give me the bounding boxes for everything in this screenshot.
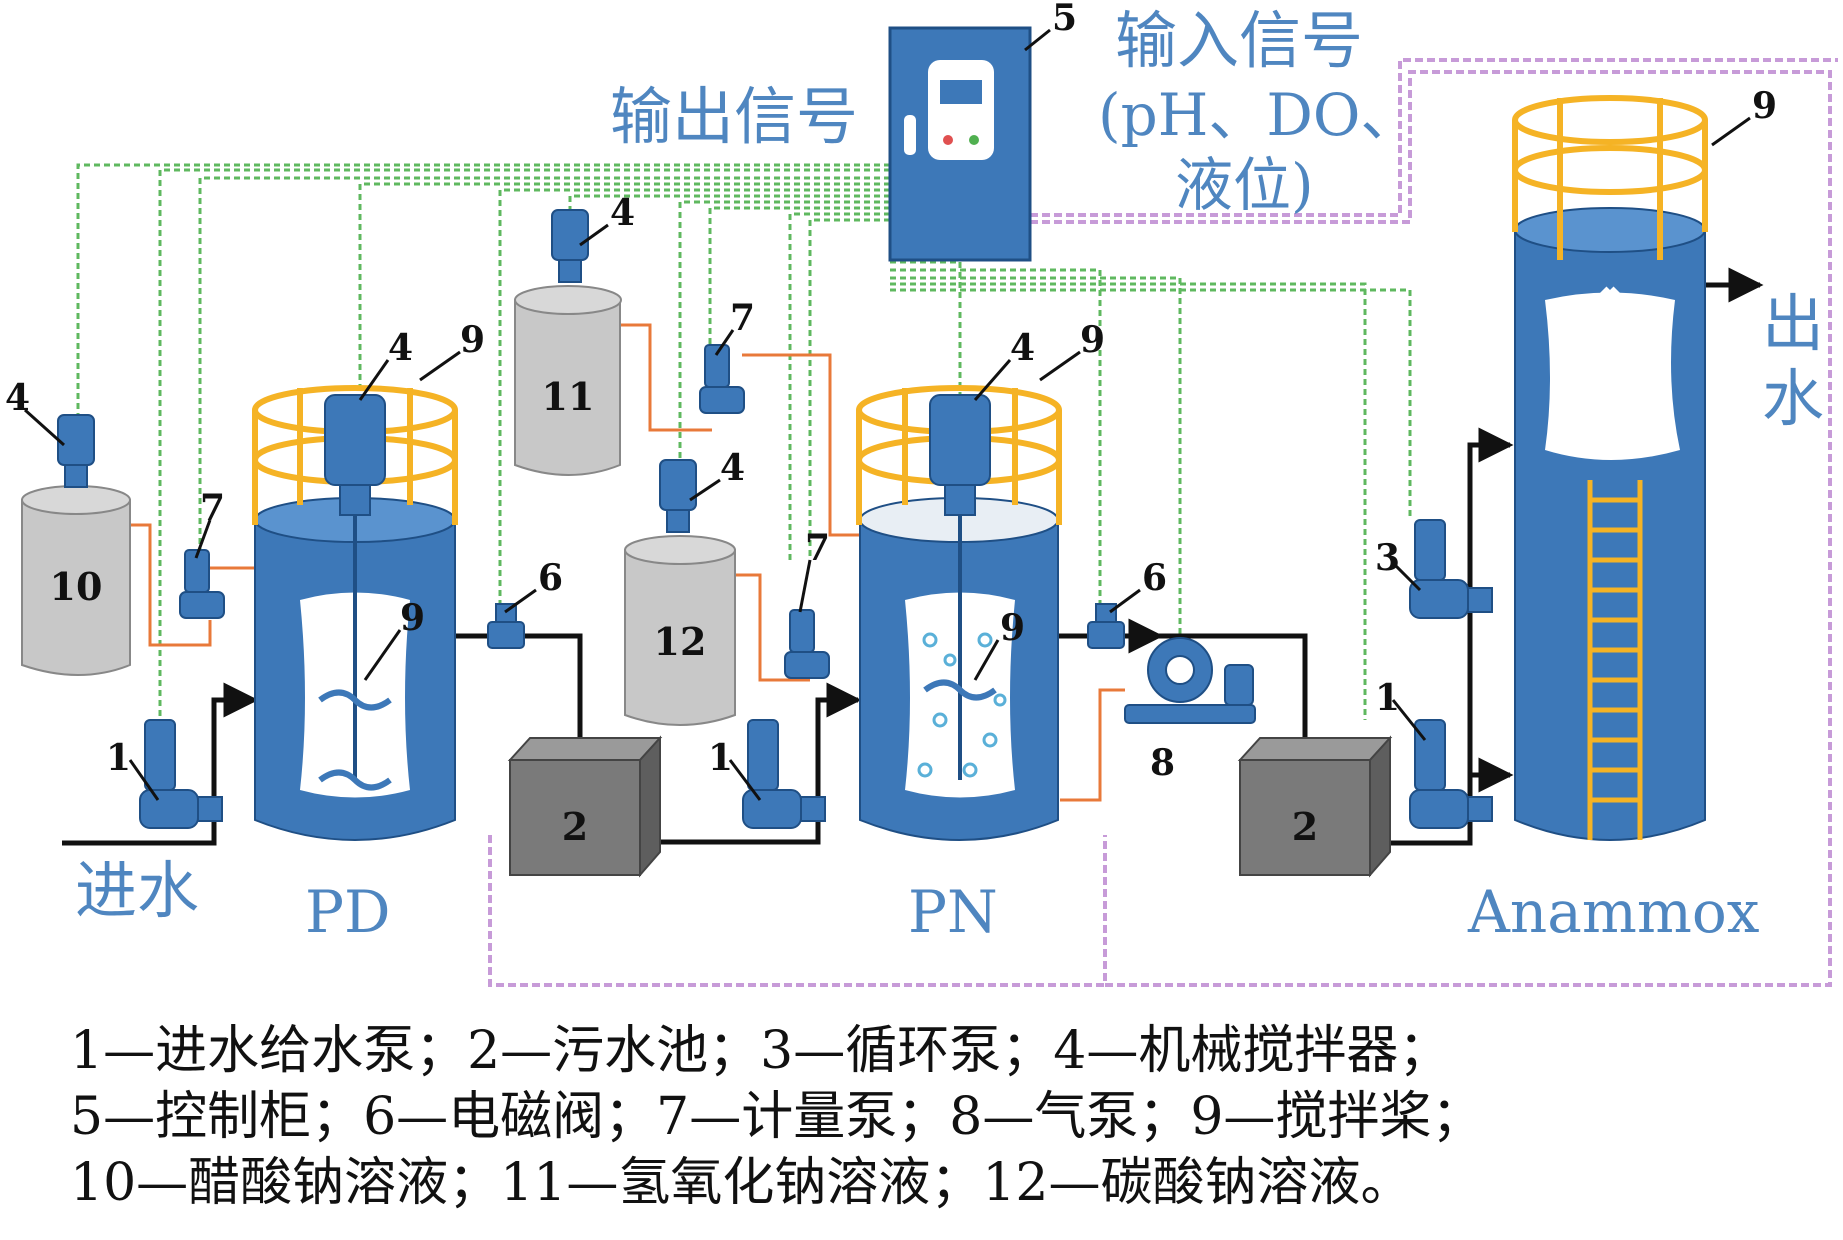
number-label: 9 [1752, 85, 1777, 127]
number-label: 6 [538, 557, 563, 599]
aeration-bubbles [917, 632, 1007, 778]
leader-lines [23, 28, 1751, 801]
tank-10-number: 10 [50, 564, 103, 609]
process-flow-diagram: 10 11 12 2 [5, 0, 1838, 987]
output-signal-label: 输出信号 [610, 80, 858, 153]
control-cabinet [888, 26, 1032, 262]
number-label: 8 [1150, 742, 1175, 784]
circulation-pump-icon [1409, 519, 1493, 619]
tank-11: 11 [514, 285, 622, 476]
ladder [1587, 480, 1643, 840]
sewage-tank-pn-anammox: 2 [1237, 735, 1393, 878]
reactor-anammox-label: Anammox [1467, 878, 1759, 946]
input-signal-label: 输入信号 [1115, 4, 1363, 77]
solenoid-valve-icon [487, 603, 1125, 649]
reactor-pn-label: PN [908, 878, 998, 946]
number-label: 6 [1142, 557, 1167, 599]
reactor-anammox [1514, 207, 1706, 841]
component-numbers: 4 7 1 4 9 6 9 5 4 7 4 7 1 4 9 6 9 8 3 1 … [5, 0, 1777, 784]
water-out-label-1: 出 [1762, 287, 1824, 360]
number-label: 4 [720, 447, 745, 489]
number-label: 1 [708, 737, 733, 779]
number-label: 4 [610, 192, 635, 234]
dosing-lines [130, 323, 1125, 802]
number-label: 1 [1375, 677, 1400, 719]
water-out-label-2: 水 [1762, 362, 1824, 435]
number-label: 9 [460, 319, 485, 361]
number-label: 9 [1080, 319, 1105, 361]
mixer-icon [324, 394, 386, 516]
tank-11-number: 11 [542, 374, 595, 419]
number-label: 9 [1000, 607, 1025, 649]
legend-line-2: 5—控制柜；6—电磁阀；7—计量泵；8—气泵；9—搅拌桨； [70, 1087, 1484, 1147]
number-label: 5 [1052, 0, 1077, 39]
number-label: 9 [400, 597, 425, 639]
blue-labels: 输出信号 输入信号 (pH、DO、 液位) 进水 出 水 PD PN Anamm… [75, 4, 1824, 946]
tank-10: 10 [21, 485, 131, 676]
water-in-label: 进水 [75, 854, 199, 927]
number-label: 4 [388, 327, 413, 369]
number-label: 4 [5, 377, 30, 419]
number-label: 7 [805, 527, 830, 569]
mixer-icon [57, 209, 697, 533]
tank-12-number: 12 [654, 619, 707, 664]
sewage-tank-number: 2 [1292, 804, 1318, 849]
number-label: 1 [106, 737, 131, 779]
reactor-pd-label: PD [305, 878, 391, 946]
sewage-tank-pd-pn: 2 [507, 735, 663, 878]
metering-pump-icon [179, 344, 830, 679]
number-label: 4 [1010, 327, 1035, 369]
feed-pump-icon [139, 719, 1493, 829]
number-label: 3 [1375, 537, 1400, 579]
legend: 1—进水给水泵；2—污水池；3—循环泵；4—机械搅拌器； 5—控制柜；6—电磁阀… [70, 1018, 1830, 1216]
number-label: 7 [730, 297, 755, 339]
number-label: 7 [200, 487, 225, 529]
input-signal-detail-2: 液位) [1175, 151, 1314, 219]
legend-line-3: 10—醋酸钠溶液；11—氢氧化钠溶液；12—碳酸钠溶液。 [70, 1153, 1413, 1213]
mixer-icon [929, 394, 991, 516]
input-signal-detail-1: (pH、DO、 [1098, 81, 1418, 149]
legend-line-1: 1—进水给水泵；2—污水池；3—循环泵；4—机械搅拌器； [70, 1021, 1451, 1081]
guard-rail-anammox [1512, 95, 1708, 260]
sewage-tank-number: 2 [562, 804, 588, 849]
signal-lines-purple [488, 58, 1838, 987]
air-pump-icon [1124, 637, 1256, 724]
tank-12: 12 [624, 535, 736, 726]
